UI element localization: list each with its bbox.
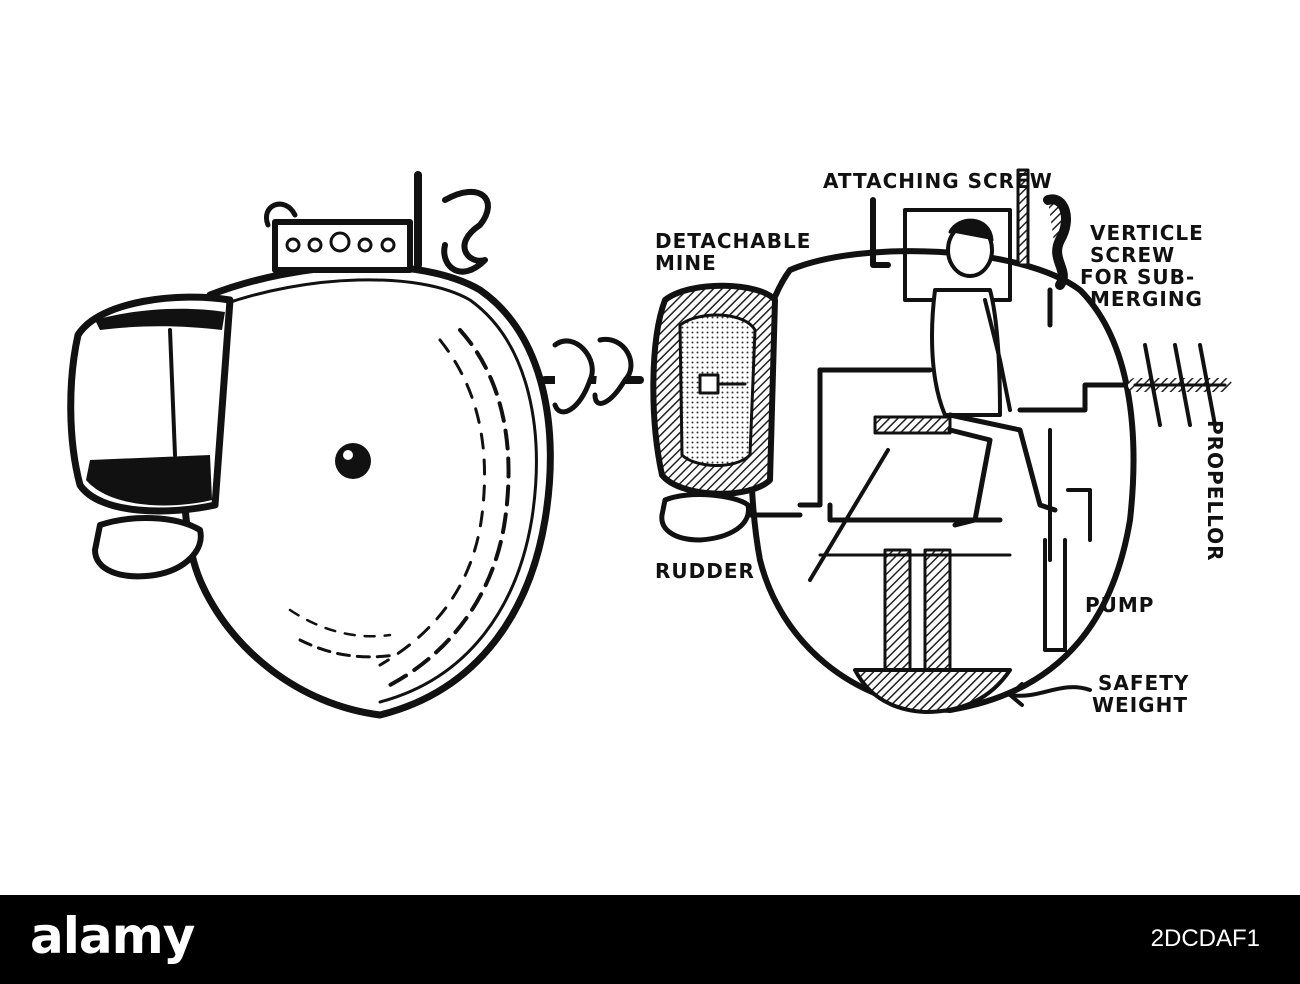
exterior-hull <box>180 262 554 719</box>
label-safety-1: SAFETY <box>1098 671 1189 695</box>
exterior-rudder <box>92 515 204 580</box>
illustration-canvas: ATTACHING SCREW DETACHABLE MINE VERTICLE… <box>67 168 1232 719</box>
exterior-mine <box>67 293 234 515</box>
cutaway-mine <box>650 282 778 497</box>
ballast-column <box>883 548 912 672</box>
label-pump: PUMP <box>1085 593 1154 617</box>
label-verticle-3: FOR SUB- <box>1080 265 1195 289</box>
label-verticle-1: VERTICLE <box>1090 221 1204 245</box>
cutaway-view <box>650 168 1232 714</box>
cutaway-rudder <box>659 492 751 543</box>
turtle-submarine-illustration: ATTACHING SCREW DETACHABLE MINE VERTICLE… <box>67 168 1232 719</box>
exterior-vertical-screw <box>441 188 491 275</box>
cutaway-hull <box>748 248 1137 713</box>
seat <box>873 415 952 435</box>
hull-bolt-icon <box>335 443 371 479</box>
exterior-propeller <box>541 337 644 415</box>
label-verticle-2: SCREW <box>1090 243 1175 267</box>
label-rudder: RUDDER <box>655 559 755 583</box>
vertical-screw-icon <box>1043 194 1071 290</box>
image-id: 2DCDAF1 <box>1150 925 1260 952</box>
diagram-labels: ATTACHING SCREW DETACHABLE MINE VERTICLE… <box>655 169 1227 717</box>
brand-logo[interactable]: alamy <box>30 907 195 965</box>
watermark-footer: alamy 2DCDAF1 <box>0 895 1300 984</box>
exterior-top-hatch <box>272 219 413 273</box>
label-propellor: PROPELLOR <box>1203 420 1227 562</box>
label-detachable-2: MINE <box>655 251 717 275</box>
label-verticle-4: MERGING <box>1090 287 1203 311</box>
label-attaching-screw: ATTACHING SCREW <box>823 169 1053 193</box>
label-detachable-1: DETACHABLE <box>655 229 811 253</box>
operator-figure <box>930 218 1058 528</box>
attaching-screw-icon <box>1016 168 1030 267</box>
cutaway-propeller <box>1128 343 1232 427</box>
exterior-view <box>67 171 644 719</box>
pump-icon <box>1043 538 1067 652</box>
safety-weight <box>853 668 1012 714</box>
label-safety-2: WEIGHT <box>1092 693 1188 717</box>
